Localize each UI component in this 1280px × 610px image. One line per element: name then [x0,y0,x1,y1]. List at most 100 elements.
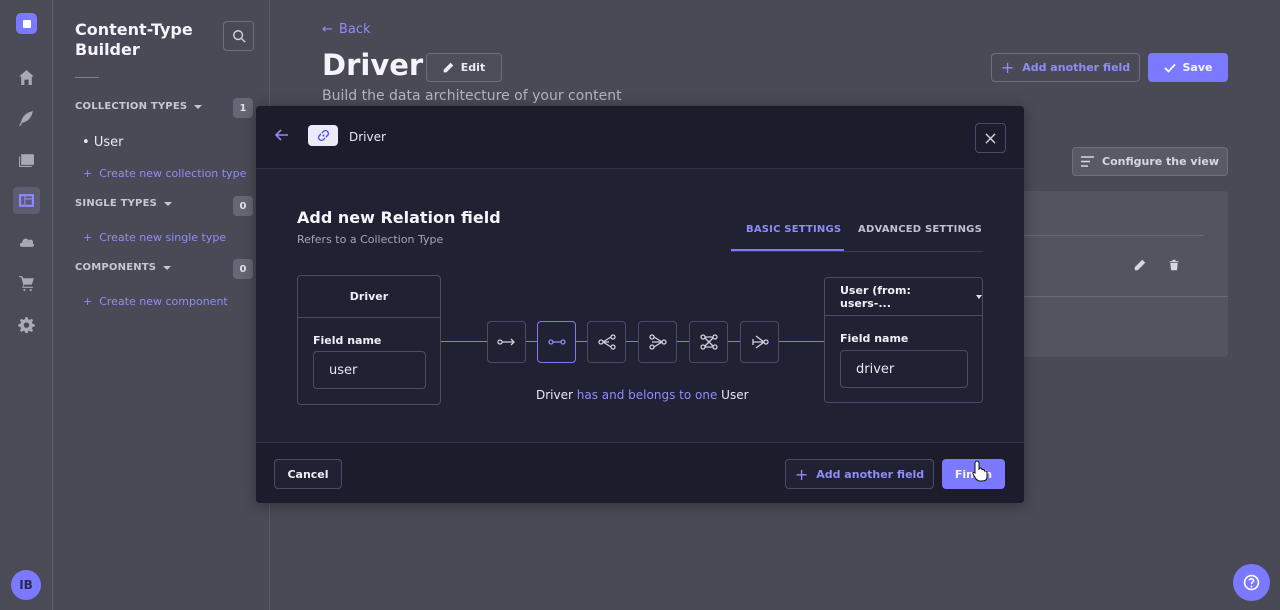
add-field-label: Add another field [816,467,925,481]
relation-left-entity: Driver [536,388,573,402]
home-icon[interactable] [13,64,40,91]
link-label: Create new component [99,295,228,308]
plus-icon: + [794,464,809,484]
modal-footer: Cancel + Add another field Finish [256,442,1024,503]
caret-down-icon [976,294,982,299]
target-field-name-label: Field name [840,332,909,345]
save-label: Save [1182,61,1213,74]
relation-verb: has and belongs to one [576,388,718,402]
modal-subtitle: Refers to a Collection Type [297,233,444,246]
back-label: Back [338,22,371,37]
active-tab-indicator [731,249,844,251]
target-entity-dropdown[interactable]: User (from: users-... [825,278,982,316]
configure-label: Configure the view [1102,155,1219,168]
close-icon [985,132,996,144]
back-link[interactable]: ← Back [322,22,370,37]
main-nav-rail: IB [0,0,53,610]
add-field-label: Add another field [1022,61,1131,74]
edit-label: Edit [460,61,486,74]
create-single-type-link[interactable]: + Create new single type [83,231,227,244]
modal-header-title: Driver [349,130,386,144]
edit-field-pencil-icon[interactable] [1134,259,1146,271]
configure-view-button[interactable]: Configure the view [1072,147,1228,176]
hand-cursor-icon [972,460,988,482]
create-component-link[interactable]: + Create new component [83,295,228,308]
relation-one-to-one-button[interactable] [537,321,576,363]
components-count: 0 [233,259,253,279]
source-field-name-label: Field name [313,334,382,347]
collection-types-count: 1 [233,98,253,118]
cloud-icon[interactable] [13,228,40,255]
relation-many-way-button[interactable] [740,321,779,363]
check-icon [1163,63,1176,73]
sidebar-title: Content-Type Builder [75,20,193,59]
relation-description: Driver has and belongs to one User [536,388,749,402]
tab-basic-settings[interactable]: BASIC SETTINGS [746,224,842,235]
user-avatar[interactable]: IB [11,570,41,600]
tab-advanced-settings[interactable]: ADVANCED SETTINGS [858,224,982,235]
section-label: COMPONENTS [75,262,157,273]
sidebar-item-user[interactable]: • User [82,135,124,150]
cancel-button[interactable]: Cancel [274,459,342,489]
relation-right-entity: User [721,388,749,402]
media-library-icon[interactable] [13,146,40,173]
cart-icon[interactable] [13,269,40,296]
many-to-one-icon [648,334,667,350]
section-label: COLLECTION TYPES [75,101,188,112]
section-components[interactable]: COMPONENTS [75,262,172,273]
one-way-icon [496,338,515,346]
page-subtitle: Build the data architecture of your cont… [322,88,622,104]
relation-one-to-many-button[interactable] [587,321,626,363]
feather-icon[interactable] [13,105,40,132]
logo-icon[interactable] [16,13,37,34]
pencil-icon [443,62,454,73]
delete-field-trash-icon[interactable] [1168,259,1180,271]
sidebar-search-button[interactable] [223,21,254,51]
section-collection-types[interactable]: COLLECTION TYPES [75,101,203,112]
settings-icon[interactable] [13,311,40,338]
single-types-count: 0 [233,196,253,216]
one-to-one-icon [547,339,566,345]
table-divider [1024,235,1204,236]
plus-icon: + [1000,58,1015,77]
section-label: SINGLE TYPES [75,198,158,209]
help-button[interactable] [1233,564,1270,601]
relation-connector-line [441,341,824,342]
create-collection-type-link[interactable]: + Create new collection type [83,167,247,180]
content-type-builder-icon[interactable] [13,187,40,214]
page-title: Driver [322,48,424,82]
many-way-icon [751,335,769,349]
question-icon [1243,574,1260,591]
section-single-types[interactable]: SINGLE TYPES [75,198,173,209]
source-field-name-input[interactable] [313,351,426,389]
caret-down-icon [164,201,173,206]
target-field-name-input[interactable] [840,350,968,388]
save-button[interactable]: Save [1148,53,1228,82]
relation-many-to-many-button[interactable] [689,321,728,363]
edit-button[interactable]: Edit [426,53,502,82]
caret-down-icon [163,265,172,270]
search-icon [232,30,246,43]
target-entity-box: User (from: users-... Field name [824,277,983,403]
one-to-many-icon [597,334,616,350]
modal-title: Add new Relation field [297,208,501,227]
link-icon [308,125,338,146]
modal-add-another-field-button[interactable]: + Add another field [785,459,934,489]
avatar-initials: IB [19,578,33,592]
source-entity-name: Driver [298,276,440,318]
many-to-many-icon [699,334,718,350]
target-entity-label: User (from: users-... [840,283,911,310]
table-divider [1024,296,1228,297]
list-settings-icon [1081,156,1094,167]
link-label: Create new collection type [99,167,247,180]
link-label: Create new single type [99,231,227,244]
relation-one-way-button[interactable] [487,321,526,363]
content-type-sidebar: Content-Type Builder COLLECTION TYPES 1 … [53,0,270,610]
modal-header: Driver [256,106,1024,169]
arrow-left-icon: ← [322,22,333,37]
add-another-field-button[interactable]: + Add another field [991,53,1140,82]
close-button[interactable] [975,123,1006,153]
relation-many-to-one-button[interactable] [638,321,677,363]
arrow-left-icon[interactable] [275,129,289,141]
caret-down-icon [194,104,203,109]
